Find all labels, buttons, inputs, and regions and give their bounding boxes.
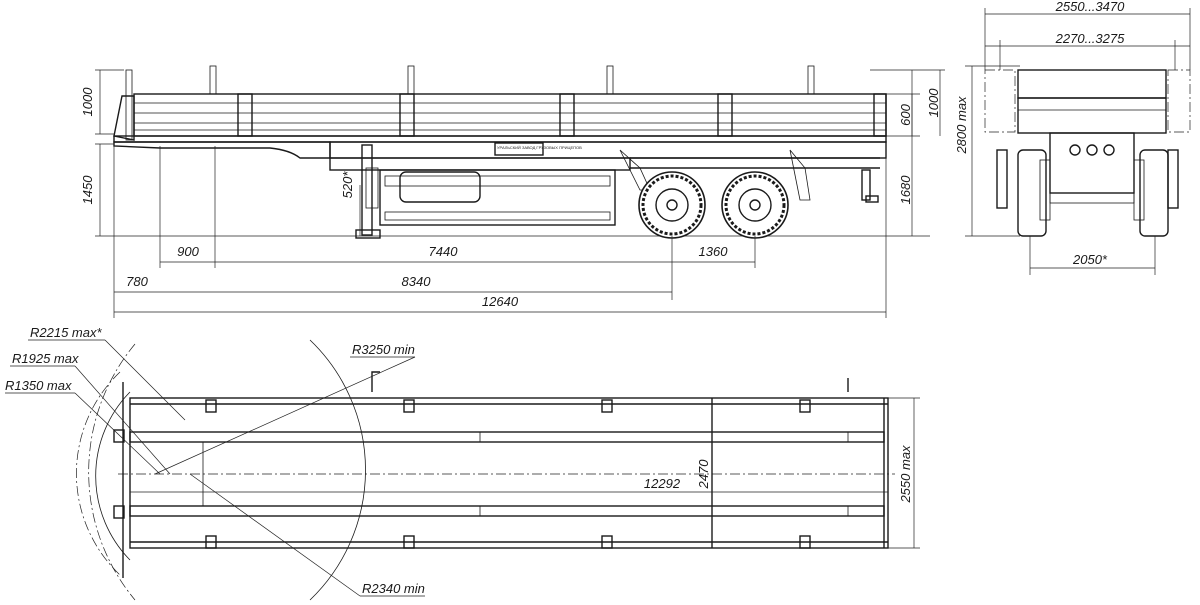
front-headboard bbox=[1017, 69, 1167, 99]
stake-pockets bbox=[205, 399, 811, 549]
dim-1000-right: 1000 bbox=[926, 88, 941, 118]
label-r1350: R1350 max bbox=[5, 378, 72, 393]
dim-1680: 1680 bbox=[898, 175, 913, 205]
label-r2215: R2215 max* bbox=[30, 325, 102, 340]
dim-2550: 2550 max bbox=[898, 445, 913, 504]
dim-8340: 8340 bbox=[402, 274, 432, 289]
top-view: R2215 max* R1925 max R1350 max R3250 min… bbox=[5, 325, 920, 601]
label-r3250: R3250 min bbox=[352, 342, 415, 357]
dim-1450: 1450 bbox=[80, 175, 95, 205]
dim-520: 520* bbox=[340, 171, 355, 199]
dim-600: 600 bbox=[898, 103, 913, 125]
dim-2270-3275: 2270...3275 bbox=[1055, 31, 1125, 46]
front-view: 2550...3470 2270...3275 2800 max 2050* bbox=[954, 0, 1191, 275]
dim-780: 780 bbox=[126, 274, 148, 289]
frame bbox=[329, 142, 880, 226]
dim-1000-left: 1000 bbox=[80, 87, 95, 117]
dim-2470: 2470 bbox=[696, 459, 711, 490]
front-wheel-left bbox=[1017, 149, 1047, 237]
landing-gear bbox=[355, 144, 381, 239]
deck-outline bbox=[129, 397, 889, 549]
arc-r3250 bbox=[309, 339, 366, 601]
rear-lights bbox=[861, 169, 879, 203]
front-wall bbox=[113, 95, 135, 141]
dim-2800: 2800 max bbox=[954, 96, 969, 155]
wheels bbox=[638, 171, 789, 239]
label-r2340: R2340 min bbox=[362, 581, 425, 596]
side-view: 1000 1450 900 7440 1360 780 8340 12640 5… bbox=[80, 65, 945, 318]
dim-2050: 2050* bbox=[1072, 252, 1108, 267]
dim-7440: 7440 bbox=[429, 244, 459, 259]
dim-2550-3470: 2550...3470 bbox=[1055, 0, 1125, 14]
label-r1925: R1925 max bbox=[12, 351, 79, 366]
dim-12640: 12640 bbox=[482, 294, 519, 309]
side-dimensions bbox=[95, 69, 945, 318]
dim-900: 900 bbox=[177, 244, 199, 259]
side-board bbox=[133, 93, 887, 137]
maker-plate: УРАЛЬСКИЙ ЗАВОД ГРУЗОВЫХ ПРИЦЕПОВ bbox=[497, 145, 582, 150]
dim-1360: 1360 bbox=[699, 244, 729, 259]
dim-12292: 12292 bbox=[644, 476, 681, 491]
